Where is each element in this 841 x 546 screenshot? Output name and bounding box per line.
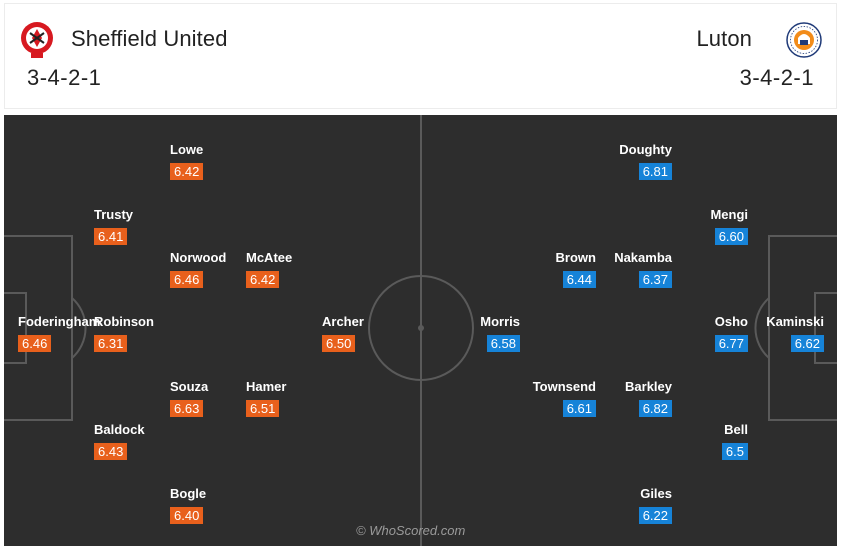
player-name: Osho — [714, 314, 748, 329]
player-name: Hamer — [246, 379, 287, 394]
player-name: Archer — [322, 314, 364, 329]
player-name: Bogle — [170, 486, 207, 501]
player-rating: 6.60 — [714, 228, 748, 245]
player-name: Doughty — [619, 142, 672, 157]
player-rating: 6.42 — [170, 163, 204, 180]
player-name: Robinson — [94, 314, 154, 329]
player-rating: 6.44 — [562, 271, 596, 288]
player-name: Souza — [170, 379, 209, 394]
away-team-name: Luton — [696, 26, 752, 51]
player-rating: 6.46 — [18, 335, 52, 352]
player-name: Morris — [480, 314, 520, 329]
player-rating: 6.22 — [638, 507, 672, 524]
home-formation: 3-4-2-1 — [27, 65, 102, 90]
pitch-markings — [4, 115, 837, 546]
player-name: Baldock — [94, 422, 145, 437]
player-name: Giles — [640, 486, 672, 501]
player-name: Bell — [724, 422, 748, 437]
player-rating: 6.77 — [714, 335, 748, 352]
away-formation: 3-4-2-1 — [739, 65, 814, 90]
player-rating: 6.58 — [486, 335, 520, 352]
player-rating: 6.63 — [170, 400, 204, 417]
player-name: Kaminski — [766, 314, 824, 329]
player-rating: 6.41 — [94, 228, 128, 245]
player-name: Norwood — [170, 250, 227, 265]
sheffield-united-crest-icon — [21, 22, 53, 58]
player-rating: 6.5 — [721, 443, 748, 460]
player-name: McAtee — [246, 250, 293, 265]
pitch: Lowe 6.42 Trusty 6.41 Norwood 6.46 McAte… — [4, 115, 837, 546]
player-name: Nakamba — [614, 250, 672, 265]
luton-town-crest-icon — [786, 22, 822, 58]
player-rating: 6.61 — [562, 400, 596, 417]
player-name: Brown — [555, 250, 596, 265]
player-rating: 6.46 — [170, 271, 204, 288]
player-rating: 6.50 — [322, 335, 356, 352]
player-rating: 6.31 — [94, 335, 128, 352]
player-name: Townsend — [532, 379, 596, 394]
player-name: Trusty — [94, 207, 134, 222]
player-rating: 6.81 — [638, 163, 672, 180]
player-rating: 6.51 — [246, 400, 280, 417]
player-name: Lowe — [170, 142, 204, 157]
player-name: Mengi — [710, 207, 748, 222]
player-name: Barkley — [625, 379, 672, 394]
player-rating: 6.37 — [638, 271, 672, 288]
player-rating: 6.82 — [638, 400, 672, 417]
player-rating: 6.40 — [170, 507, 204, 524]
player-rating: 6.62 — [790, 335, 824, 352]
home-team-name: Sheffield United — [71, 26, 228, 51]
player-rating: 6.43 — [94, 443, 128, 460]
whoscored-watermark: © WhoScored.com — [356, 523, 466, 538]
lineup-header: Sheffield United 3-4-2-1 Luton 3-4-2-1 — [4, 3, 837, 109]
player-rating: 6.42 — [246, 271, 280, 288]
player-name: Foderingham — [18, 314, 101, 329]
